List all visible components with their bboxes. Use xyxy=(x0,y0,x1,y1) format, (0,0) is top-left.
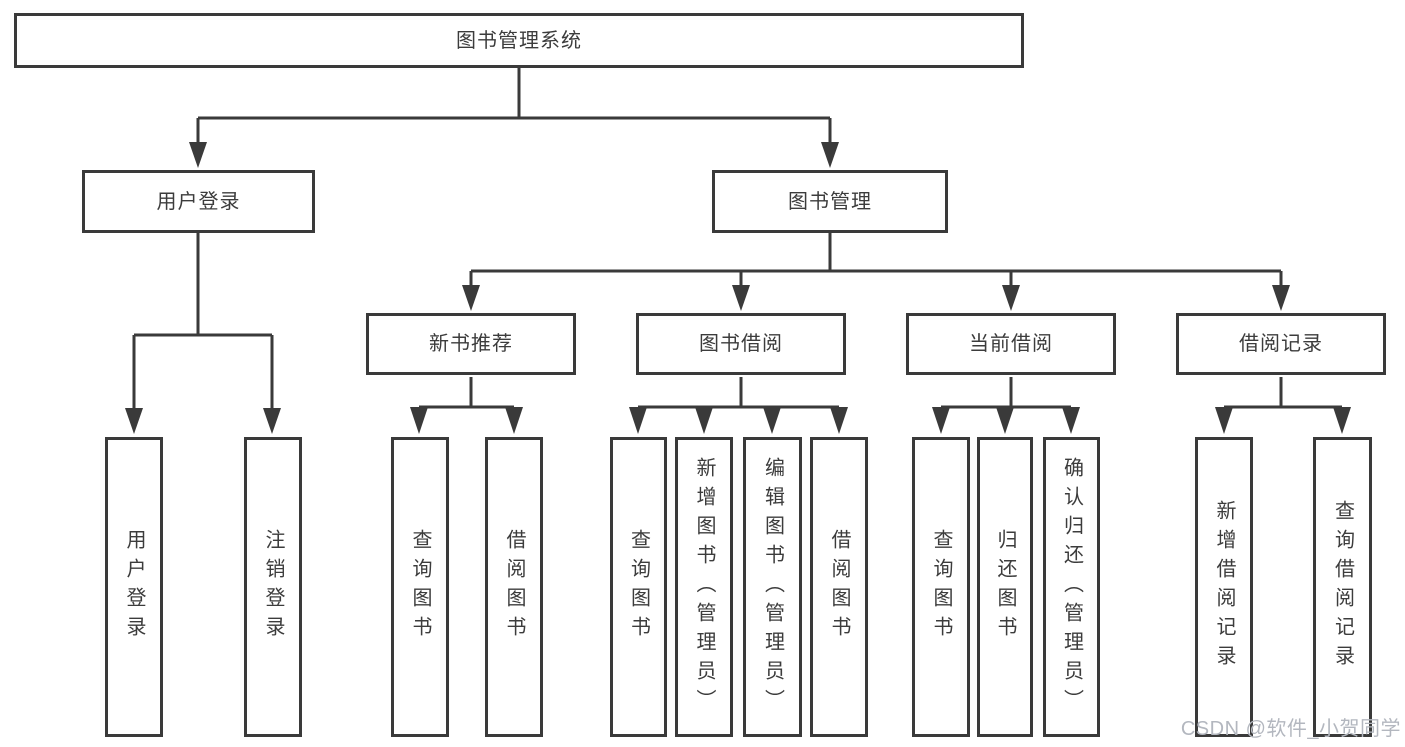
node-user-login-label: 用户登录 xyxy=(156,190,241,213)
node-book-borrow: 图书借阅 xyxy=(636,313,846,375)
node-root: 图书管理系统 xyxy=(14,13,1024,68)
leaf-logout-label: 注销登录 xyxy=(262,529,284,645)
arrowheads xyxy=(125,142,1351,434)
leaf-borrow-books: 借阅图书 xyxy=(810,437,868,737)
leaf-query-books-borrow: 查询图书 xyxy=(610,437,667,737)
node-new-book-recommend-label: 新书推荐 xyxy=(429,333,513,355)
leaf-query-borrow-record: 查询借阅记录 xyxy=(1313,437,1372,737)
leaf-return-books: 归还图书 xyxy=(977,437,1033,737)
leaf-query-books-recommend: 查询图书 xyxy=(391,437,449,737)
leaf-query-borrow-record-label: 查询借阅记录 xyxy=(1331,500,1354,674)
leaf-edit-books-admin: 编辑图书（管理员） xyxy=(743,437,802,737)
node-borrow-records: 借阅记录 xyxy=(1176,313,1386,375)
leaf-query-books-current-label: 查询图书 xyxy=(930,529,952,645)
leaf-borrow-books-recommend: 借阅图书 xyxy=(485,437,543,737)
leaf-add-borrow-record-label: 新增借阅记录 xyxy=(1213,500,1235,674)
node-user-login: 用户登录 xyxy=(82,170,315,233)
node-book-management-label: 图书管理 xyxy=(788,190,872,213)
leaf-return-books-label: 归还图书 xyxy=(994,529,1016,645)
leaf-confirm-return-admin: 确认归还（管理员） xyxy=(1043,437,1100,737)
leaf-add-books-admin: 新增图书（管理员） xyxy=(675,437,733,737)
node-root-label: 图书管理系统 xyxy=(456,29,582,52)
node-borrow-records-label: 借阅记录 xyxy=(1239,333,1323,355)
csdn-watermark: CSDN @软件_小贺同学 xyxy=(1180,718,1401,740)
leaf-user-login: 用户登录 xyxy=(105,437,163,737)
leaf-query-books-borrow-label: 查询图书 xyxy=(627,529,650,645)
leaf-query-books-recommend-label: 查询图书 xyxy=(409,529,431,645)
leaf-borrow-books-label: 借阅图书 xyxy=(828,529,850,645)
node-new-book-recommend: 新书推荐 xyxy=(366,313,576,375)
leaf-borrow-books-recommend-label: 借阅图书 xyxy=(503,529,525,645)
leaf-add-borrow-record: 新增借阅记录 xyxy=(1195,437,1253,737)
node-current-borrow: 当前借阅 xyxy=(906,313,1116,375)
leaf-add-books-admin-label: 新增图书（管理员） xyxy=(693,456,715,718)
node-current-borrow-label: 当前借阅 xyxy=(969,333,1053,355)
leaf-edit-books-admin-label: 编辑图书（管理员） xyxy=(761,456,784,718)
node-book-borrow-label: 图书借阅 xyxy=(699,333,783,355)
leaf-query-books-current: 查询图书 xyxy=(912,437,970,737)
leaf-logout: 注销登录 xyxy=(244,437,302,737)
node-book-management: 图书管理 xyxy=(712,170,948,233)
leaf-confirm-return-admin-label: 确认归还（管理员） xyxy=(1060,456,1083,718)
leaf-user-login-label: 用户登录 xyxy=(123,529,145,645)
